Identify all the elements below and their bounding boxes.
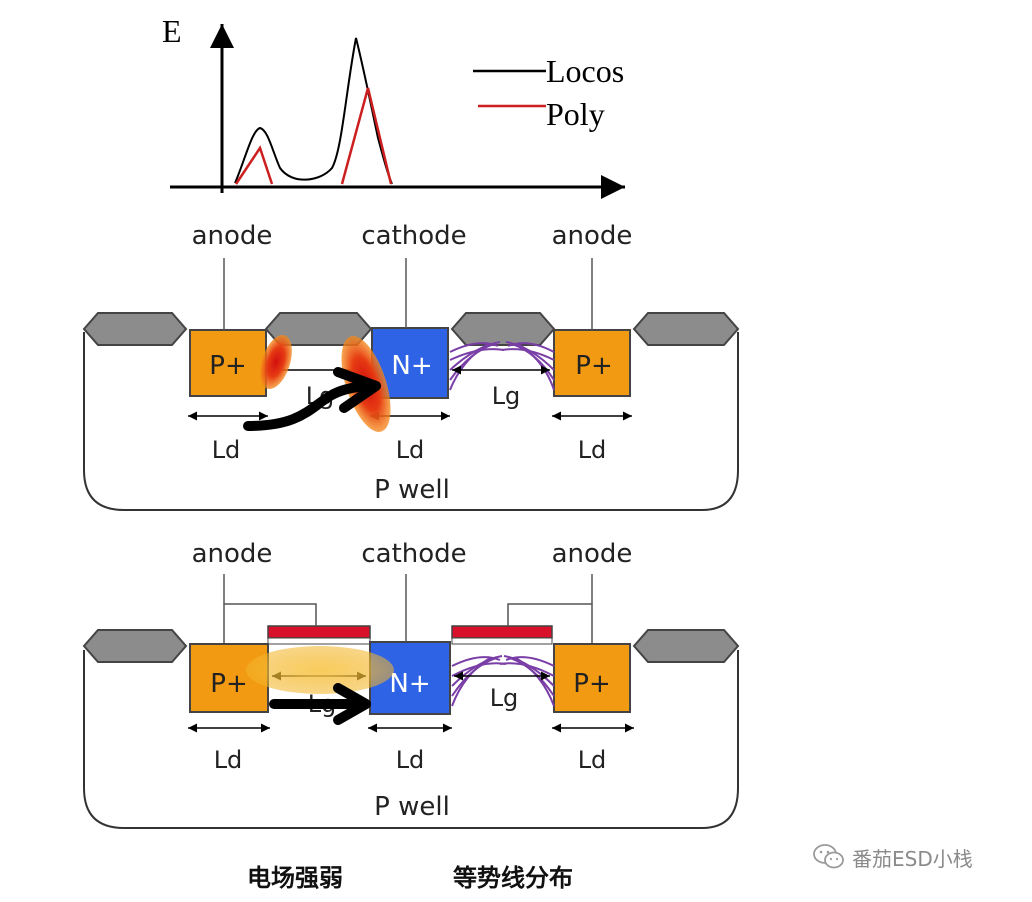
ld-label-left: Ld [214,746,243,774]
p-well-label: P well [374,792,450,822]
ld-label-right: Ld [578,436,607,464]
locos-oxide-right [632,629,740,663]
poly-gate-right [451,625,553,639]
wechat-icon [813,844,844,869]
ld-label-center: Ld [396,436,425,464]
anode-label-left: anode [192,221,273,251]
gate-oxide-right [451,637,553,645]
watermark-text: 番茄ESD小栈 [852,846,973,871]
locos-oxide-4 [632,312,740,346]
anode-label-right: anode [552,539,633,569]
gate-oxide-left [267,637,371,645]
ld-label-right: Ld [578,746,607,774]
equipotential-lines [449,341,555,391]
locos-oxide-1 [82,312,188,346]
device-poly: P+ N+ P+ anode cathode anode Lg Lg Ld [82,539,740,829]
caption-equipotential: 等势线分布 [453,863,573,892]
caption-field-strength: 电场强弱 [247,863,343,892]
n-plus-label: N+ [391,351,432,381]
n-plus-label: N+ [389,669,430,699]
watermark: 番茄ESD小栈 [812,842,973,872]
legend-label-poly: Poly [546,96,605,132]
anode-label-left: anode [192,539,273,569]
cathode-label: cathode [361,539,466,569]
poly-curve [234,87,393,185]
p-plus-label-right: P+ [573,669,610,699]
p-well-outline [83,332,739,511]
p-plus-label-right: P+ [575,351,612,381]
p-well-label: P well [374,475,450,505]
plot-legend: Locos Poly [473,53,624,132]
ld-label-left: Ld [212,436,241,464]
locos-oxide-3 [450,312,556,346]
gate-tie-wire-right [507,603,593,644]
lg-label-right: Lg [490,684,519,712]
p-plus-label-left: P+ [209,351,246,381]
current-flow-arrow [243,381,369,431]
field-hotspot-anode [260,335,292,389]
cathode-label: cathode [361,221,466,251]
anode-label-right: anode [552,221,633,251]
ld-label-center: Ld [396,746,425,774]
current-flow-arrowhead [333,367,381,413]
locos-oxide-left [82,629,188,663]
locos-curve [234,37,393,185]
p-plus-region-right [553,643,631,713]
e-field-plot: E Locos Poly [162,13,625,199]
poly-gate-left [267,625,371,639]
legend-label-locos: Locos [546,53,624,89]
device-locos: P+ N+ P+ anode cathode anode Lg Lg Ld [82,221,740,511]
lg-label-right: Lg [492,382,521,410]
current-flow-arrowhead [333,683,371,725]
plot-y-label: E [162,13,182,49]
p-well-outline [83,650,739,829]
p-plus-label-left: P+ [210,669,247,699]
gate-tie-wire-left [223,603,317,644]
uniform-field-glow [246,646,394,694]
